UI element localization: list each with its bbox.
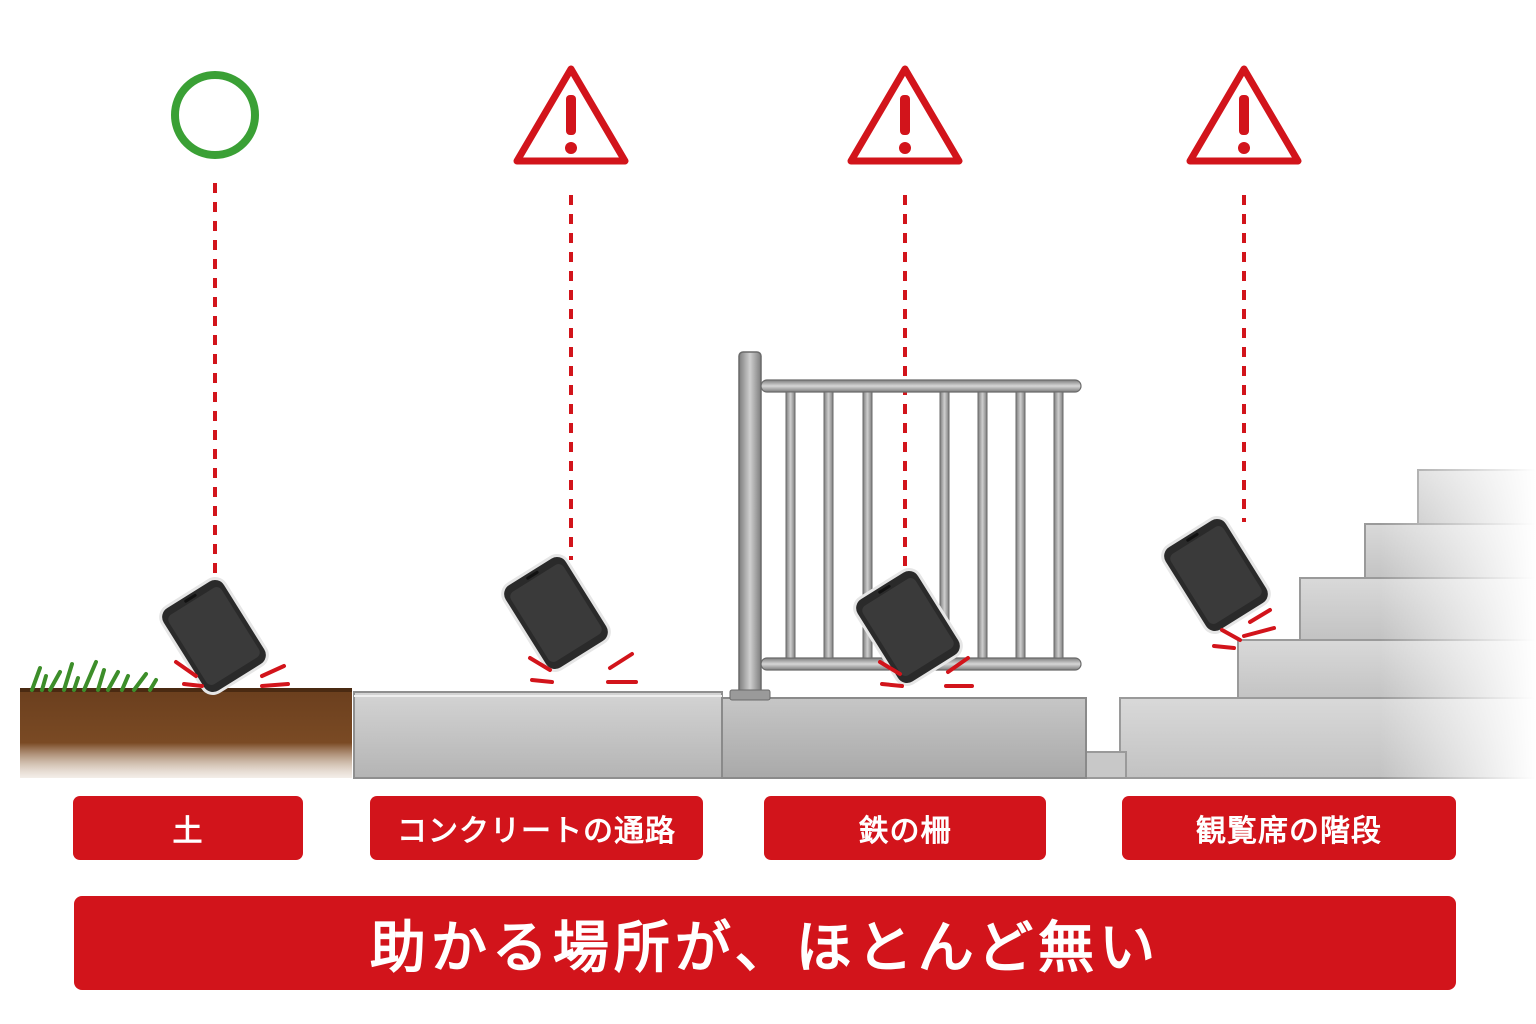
label-soil: 土: [73, 796, 303, 860]
phone-on-soil: [154, 572, 274, 700]
label-stadium-stairs: 観覧席の階段: [1122, 796, 1456, 860]
stadium-stairs: [1085, 460, 1536, 790]
drop-lines: [213, 183, 1246, 582]
warning-triangle-icon: [847, 65, 963, 165]
safe-circle-icon: [171, 71, 259, 159]
concrete-walkway: [353, 691, 723, 779]
label-iron-fence: 鉄の柵: [764, 796, 1046, 860]
iron-fence: [729, 351, 1082, 701]
phone-on-concrete: [496, 549, 616, 677]
fence-base: [721, 697, 1087, 779]
warning-triangle-icon: [513, 65, 629, 165]
soil-ground: [20, 660, 352, 778]
conclusion-banner: 助かる場所が、ほとんど無い: [74, 896, 1456, 990]
impact-marks: [174, 608, 1276, 688]
warning-triangle-icon: [1186, 65, 1302, 165]
label-concrete-walkway: コンクリートの通路: [370, 796, 703, 860]
